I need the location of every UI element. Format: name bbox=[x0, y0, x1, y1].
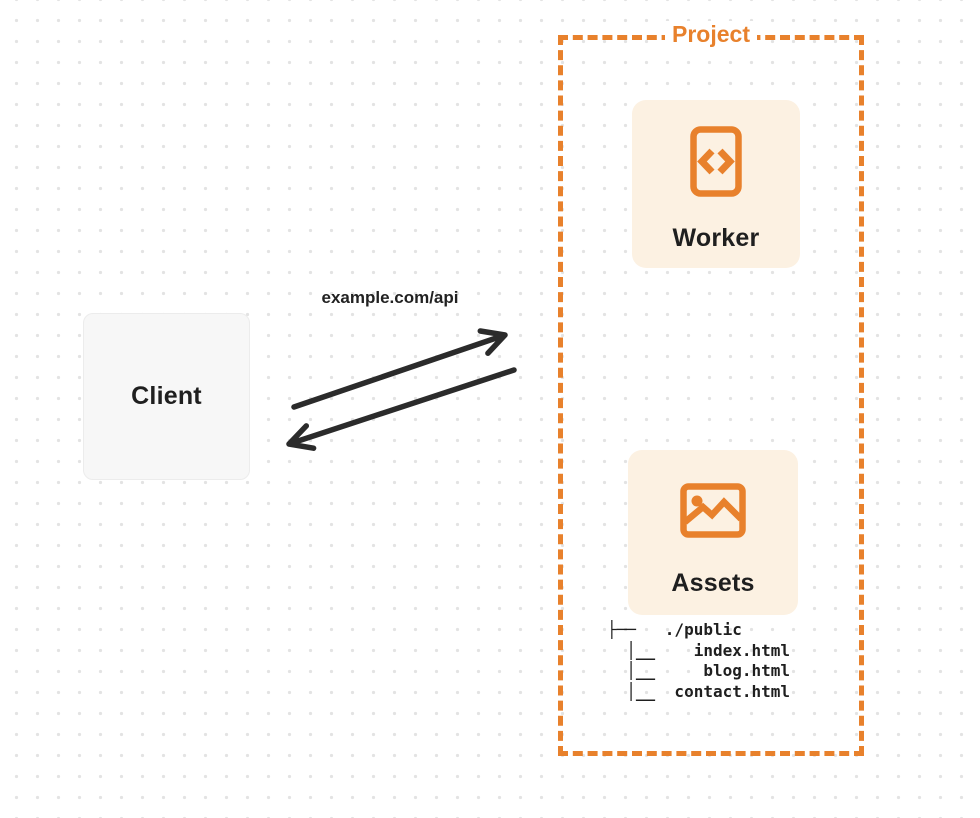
request-url-label: example.com/api bbox=[321, 288, 459, 307]
response-arrow bbox=[286, 367, 517, 451]
file-tree-root: ├── ./public bbox=[607, 620, 742, 639]
file-tree-item-contact: │__ contact.html bbox=[607, 682, 791, 702]
assets-node: Assets bbox=[628, 450, 798, 615]
worker-node: Worker bbox=[632, 100, 800, 268]
file-tree-item-blog: │__ blog.html bbox=[607, 661, 791, 681]
assets-label: Assets bbox=[671, 569, 755, 597]
worker-label: Worker bbox=[672, 224, 760, 252]
project-container: Project bbox=[558, 21, 864, 756]
project-title: Project bbox=[665, 21, 757, 48]
public-file-tree: ├── ./public │__ index.html │__ blog.htm… bbox=[607, 620, 790, 703]
image-icon bbox=[680, 483, 746, 543]
client-label: Client bbox=[131, 382, 202, 410]
client-node: Client bbox=[83, 313, 250, 480]
code-document-icon bbox=[690, 126, 742, 202]
request-arrow bbox=[291, 328, 508, 410]
file-tree-item-index: │__ index.html bbox=[607, 640, 791, 660]
